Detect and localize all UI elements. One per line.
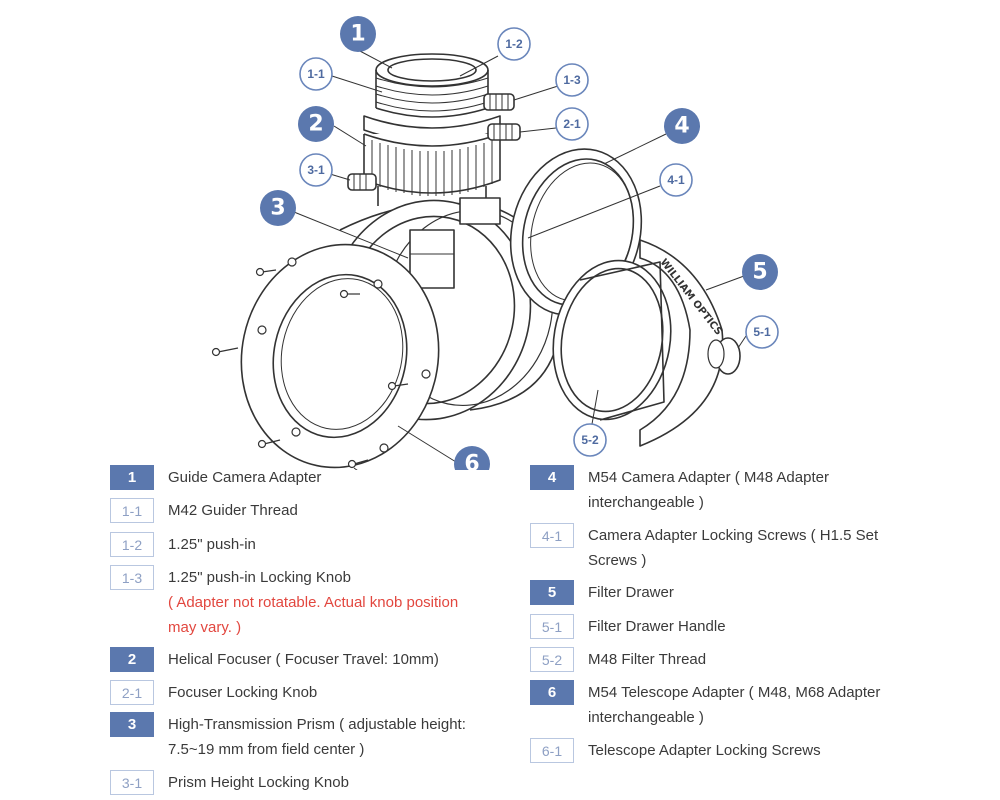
prism-height-knob-part bbox=[347, 173, 377, 191]
helical-focuser-part bbox=[363, 115, 521, 206]
legend-label: Filter Drawer Handle bbox=[588, 618, 726, 635]
legend-label: Camera Adapter Locking Screws ( H1.5 Set… bbox=[588, 527, 879, 569]
legend-badge: 1-1 bbox=[110, 498, 154, 523]
callout-3-1: 3-1 bbox=[299, 153, 333, 187]
legend-badge: 1-3 bbox=[110, 565, 154, 590]
legend-label: M54 Telescope Adapter ( M48, M68 Adapter… bbox=[588, 684, 881, 726]
legend-badge: 4-1 bbox=[530, 523, 574, 548]
legend-badge: 1-2 bbox=[110, 532, 154, 557]
legend-text: Camera Adapter Locking Screws ( H1.5 Set… bbox=[588, 523, 898, 573]
legend-item-1-3: 1-3 1.25" push-in Locking Knob ( Adapter n… bbox=[110, 565, 488, 640]
filter-drawer-part bbox=[552, 239, 741, 447]
legend-label: Focuser Locking Knob bbox=[168, 684, 318, 701]
legend-text: Focuser Locking Knob bbox=[168, 680, 498, 705]
callout-5-1: 5-1 bbox=[745, 315, 779, 349]
callout-1-3: 1-3 bbox=[555, 63, 589, 97]
svg-text:3: 3 bbox=[270, 196, 285, 221]
legend-text: High-Transmission Prism ( adjustable hei… bbox=[168, 712, 498, 762]
svg-text:4: 4 bbox=[674, 114, 689, 139]
svg-text:5-2: 5-2 bbox=[581, 433, 599, 447]
legend-text: Prism Height Locking Knob bbox=[168, 770, 498, 795]
legend-badge: 6 bbox=[530, 680, 574, 705]
legend-label: Prism Height Locking Knob bbox=[168, 774, 349, 791]
legend-badge: 5-2 bbox=[530, 647, 574, 672]
legend-badge: 3 bbox=[110, 712, 154, 737]
callout-markers: 11-11-21-322-133-144-155-15-266-1 bbox=[260, 16, 779, 470]
legend-label: M48 Filter Thread bbox=[588, 651, 707, 668]
legend-item-1-1: 1-1 M42 Guider Thread bbox=[110, 498, 498, 523]
legend-item-1: 1 Guide Camera Adapter bbox=[110, 465, 498, 490]
legend-item-4-1: 4-1 Camera Adapter Locking Screws ( H1.5 … bbox=[530, 523, 898, 573]
svg-text:1-3: 1-3 bbox=[563, 73, 581, 87]
legend-badge: 3-1 bbox=[110, 770, 154, 795]
callout-1-2: 1-2 bbox=[497, 27, 531, 61]
callout-1-1: 1-1 bbox=[299, 57, 333, 91]
legend-item-6-1: 6-1 Telescope Adapter Locking Screws bbox=[530, 738, 898, 763]
callout-1: 1 bbox=[340, 16, 376, 52]
legend-badge: 4 bbox=[530, 465, 574, 490]
legend-label: Helical Focuser ( Focuser Travel: 10mm) bbox=[168, 651, 439, 668]
callout-5: 5 bbox=[742, 254, 778, 290]
legend-note: ( Adapter not rotatable. Actual knob pos… bbox=[168, 594, 459, 636]
legend-item-5-1: 5-1 Filter Drawer Handle bbox=[530, 614, 898, 639]
legend-text: Helical Focuser ( Focuser Travel: 10mm) bbox=[168, 647, 498, 672]
legend-label: 1.25" push-in Locking Knob bbox=[168, 569, 351, 586]
legend-item-4: 4 M54 Camera Adapter ( M48 Adapter interc… bbox=[530, 465, 898, 515]
svg-text:5-1: 5-1 bbox=[753, 325, 771, 339]
legend-badge: 5-1 bbox=[530, 614, 574, 639]
svg-text:1: 1 bbox=[350, 22, 365, 47]
svg-text:2-1: 2-1 bbox=[563, 117, 581, 131]
legend-label: Telescope Adapter Locking Screws bbox=[588, 742, 821, 759]
legend-badge: 5 bbox=[530, 580, 574, 605]
svg-text:1-2: 1-2 bbox=[505, 37, 523, 51]
legend-badge: 2-1 bbox=[110, 680, 154, 705]
legend-text: Filter Drawer bbox=[588, 580, 898, 605]
legend-badge: 2 bbox=[110, 647, 154, 672]
legend-item-5-2: 5-2 M48 Filter Thread bbox=[530, 647, 898, 672]
callout-5-2: 5-2 bbox=[573, 423, 607, 457]
callout-3: 3 bbox=[260, 190, 296, 226]
legend-label: M42 Guider Thread bbox=[168, 502, 298, 519]
guide-camera-adapter-part bbox=[375, 53, 515, 118]
legend-label: 1.25" push-in bbox=[168, 536, 256, 553]
leader-lines bbox=[293, 49, 747, 470]
callout-6: 6 bbox=[454, 446, 490, 470]
legend-item-2-1: 2-1 Focuser Locking Knob bbox=[110, 680, 498, 705]
legend-item-3: 3 High-Transmission Prism ( adjustable he… bbox=[110, 712, 498, 762]
svg-text:1-1: 1-1 bbox=[307, 67, 325, 81]
legend-item-1-2: 1-2 1.25" push-in bbox=[110, 532, 498, 557]
callout-4: 4 bbox=[664, 108, 700, 144]
legend-item-2: 2 Helical Focuser ( Focuser Travel: 10mm) bbox=[110, 647, 498, 672]
legend-item-6: 6 M54 Telescope Adapter ( M48, M68 Adapte… bbox=[530, 680, 898, 730]
legend-text: Filter Drawer Handle bbox=[588, 614, 898, 639]
oag-exploded-diagram: WILLIAM OPTICS 11-11-21-322-133-144-155-… bbox=[211, 16, 779, 470]
legend-text: 1.25" push-in bbox=[168, 532, 498, 557]
legend-text: Guide Camera Adapter bbox=[168, 465, 498, 490]
svg-text:4-1: 4-1 bbox=[667, 173, 685, 187]
svg-text:2: 2 bbox=[308, 112, 323, 137]
legend-label: Filter Drawer bbox=[588, 584, 674, 601]
callout-4-1: 4-1 bbox=[659, 163, 693, 197]
legend-badge: 6-1 bbox=[530, 738, 574, 763]
legend-text: M48 Filter Thread bbox=[588, 647, 898, 672]
legend-item-3-1: 3-1 Prism Height Locking Knob bbox=[110, 770, 498, 795]
svg-text:5: 5 bbox=[752, 260, 767, 285]
legend-badge: 1 bbox=[110, 465, 154, 490]
legend-text: Telescope Adapter Locking Screws bbox=[588, 738, 898, 763]
legend-label: High-Transmission Prism ( adjustable hei… bbox=[168, 716, 466, 758]
legend-item-5: 5 Filter Drawer bbox=[530, 580, 898, 605]
svg-text:6: 6 bbox=[464, 452, 479, 471]
legend-text: M54 Telescope Adapter ( M48, M68 Adapter… bbox=[588, 680, 898, 730]
svg-text:3-1: 3-1 bbox=[307, 163, 325, 177]
legend-text: M54 Camera Adapter ( M48 Adapter interch… bbox=[588, 465, 898, 515]
legend-text: M42 Guider Thread bbox=[168, 498, 498, 523]
callout-2: 2 bbox=[298, 106, 334, 142]
legend-label: M54 Camera Adapter ( M48 Adapter interch… bbox=[588, 469, 829, 511]
callout-2-1: 2-1 bbox=[555, 107, 589, 141]
legend-text: 1.25" push-in Locking Knob ( Adapter not … bbox=[168, 565, 488, 640]
legend-label: Guide Camera Adapter bbox=[168, 469, 322, 486]
telescope-adapter-part bbox=[211, 243, 440, 469]
